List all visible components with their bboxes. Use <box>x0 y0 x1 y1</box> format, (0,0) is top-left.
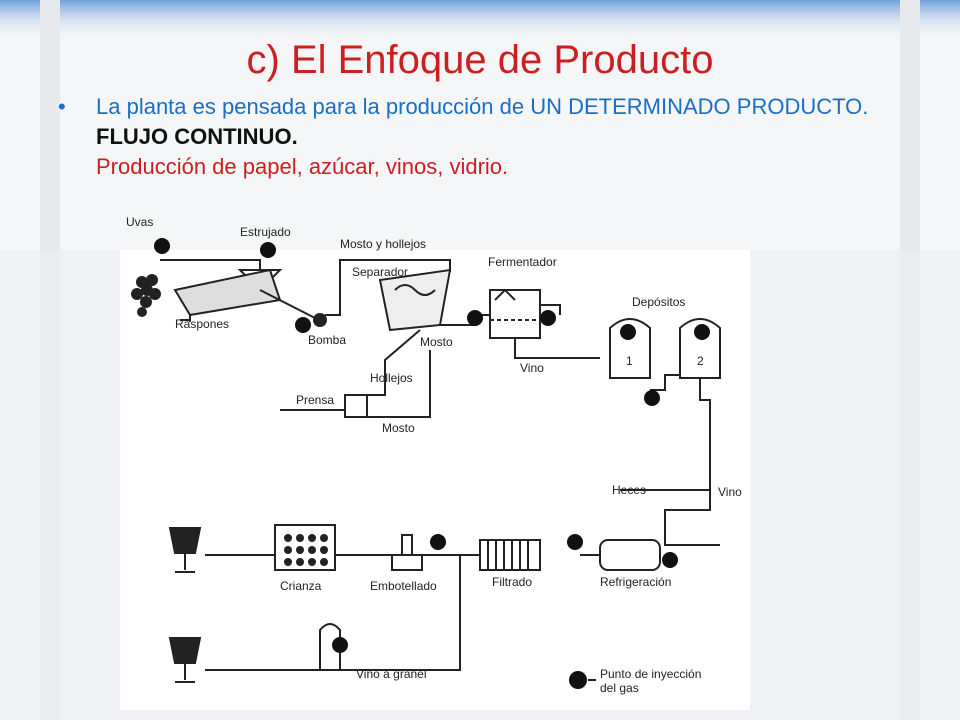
grapes-icon <box>131 274 161 317</box>
label-depositos: Depósitos <box>632 295 685 309</box>
bullet-text-main: La planta es pensada para la producción … <box>96 94 869 119</box>
label-prensa: Prensa <box>296 393 334 407</box>
label-raspones: Raspones <box>175 317 229 331</box>
aging-rack-icon <box>205 524 392 571</box>
wine-process-diagram: Uvas Estrujado Mosto y hollejos Separado… <box>120 215 750 710</box>
separator-icon <box>325 259 460 332</box>
bulk-tank-icon <box>319 623 341 671</box>
tanks-icon <box>609 318 721 546</box>
bullet-text-period: . <box>291 124 298 149</box>
refrigeration-icon <box>580 539 661 571</box>
press-icon <box>280 329 431 418</box>
label-refrigeracion: Refrigeración <box>600 575 671 589</box>
label-crianza: Crianza <box>280 579 322 593</box>
label-mosto-2: Mosto <box>382 421 415 435</box>
label-deposito-1: 1 <box>626 354 633 368</box>
label-mosto-1: Mosto <box>420 335 453 349</box>
bullet-paragraph: • La planta es pensada para la producció… <box>58 92 878 182</box>
bottling-icon <box>391 534 460 571</box>
label-separador: Separador <box>352 265 408 279</box>
bullet-dot: • <box>58 94 66 119</box>
pump-icon <box>259 289 327 327</box>
label-filtrado: Filtrado <box>492 575 532 589</box>
label-vino-2: Vino <box>718 485 742 499</box>
label-estrujado: Estrujado <box>240 225 291 239</box>
bullet-text-examples: Producción de papel, azúcar, vinos, vidr… <box>96 154 509 179</box>
legend-text-1: Punto de inyección <box>600 667 701 681</box>
gas-injection-points <box>154 238 710 689</box>
slide-title: c) El Enfoque de Producto <box>246 38 714 82</box>
label-embotellado: Embotellado <box>370 579 437 593</box>
label-fermentador: Fermentador <box>488 255 557 269</box>
label-mosto-hollejos: Mosto y hollejos <box>340 237 426 251</box>
filter-icon <box>360 539 541 671</box>
label-heces: Heces <box>612 483 646 497</box>
label-vino-granel: Vino a granel <box>356 667 427 681</box>
label-hollejos: Hollejos <box>370 371 413 385</box>
label-vino-1: Vino <box>520 361 544 375</box>
label-bomba: Bomba <box>308 333 346 347</box>
wine-glass-icon <box>168 527 202 573</box>
legend-text-2: del gas <box>600 681 639 695</box>
label-uvas: Uvas <box>126 215 153 229</box>
label-deposito-2: 2 <box>697 354 704 368</box>
bullet-text-flujo: FLUJO CONTINUO <box>96 124 292 149</box>
